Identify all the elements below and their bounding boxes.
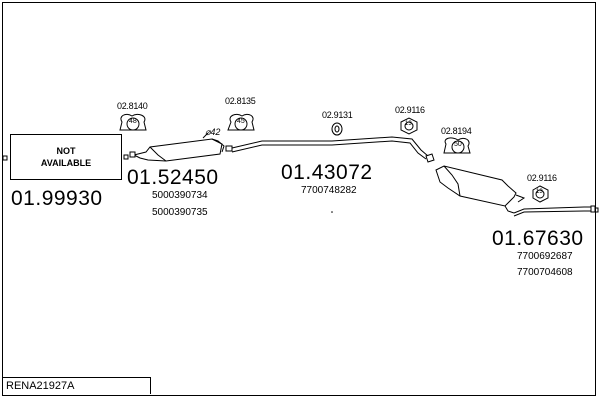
hanger-number: 50 xyxy=(454,141,462,148)
accessory-code: 02.9116 xyxy=(395,105,425,115)
not-available-line2: AVAILABLE xyxy=(40,158,92,168)
hanger-02-8194 xyxy=(443,137,471,154)
hanger-number: 48 xyxy=(129,118,137,125)
accessory-code: 02.8194 xyxy=(441,126,472,136)
oe-number: 5000390734 xyxy=(152,190,208,201)
clamp-02-9116-b xyxy=(532,185,549,203)
intermediate-pipe xyxy=(225,136,435,163)
accessory-code: 02.9131 xyxy=(322,110,353,120)
not-available-box: NOT AVAILABLE xyxy=(10,134,122,180)
dot-mark xyxy=(331,211,333,213)
clamp-02-9116-a xyxy=(400,117,418,135)
diameter-label: ⌀42 xyxy=(205,127,221,137)
connector-na-right xyxy=(123,154,129,160)
reference-label: RENA21927A xyxy=(3,377,151,394)
accessory-code: 02.8140 xyxy=(117,101,148,111)
rear-silencer xyxy=(435,165,596,217)
oe-number: 7700748282 xyxy=(301,185,357,196)
clamp-number: 13 xyxy=(405,121,412,127)
part-code-01-99930: 01.99930 xyxy=(11,187,103,210)
oe-number: 5000390735 xyxy=(152,207,208,218)
part-code-01-43072: 01.43072 xyxy=(281,161,373,184)
gasket-02-9131 xyxy=(331,122,343,136)
accessory-code: 02.8135 xyxy=(225,96,256,106)
diagram-frame xyxy=(2,2,596,396)
part-code-01-67630: 01.67630 xyxy=(492,227,584,250)
not-available-line1: NOT xyxy=(56,146,76,156)
front-silencer xyxy=(129,138,225,162)
accessory-code: 02.9116 xyxy=(527,173,557,183)
hanger-02-8140 xyxy=(119,113,147,131)
hanger-number: 45 xyxy=(237,118,245,125)
oe-number: 7700692687 xyxy=(517,251,573,262)
part-code-01-52450: 01.52450 xyxy=(127,166,219,189)
oe-number: 7700704608 xyxy=(517,267,573,278)
connector-left xyxy=(2,155,8,161)
hanger-02-8135 xyxy=(227,113,255,131)
clamp-number: 13 xyxy=(536,189,543,195)
diameter-leader xyxy=(202,132,209,139)
